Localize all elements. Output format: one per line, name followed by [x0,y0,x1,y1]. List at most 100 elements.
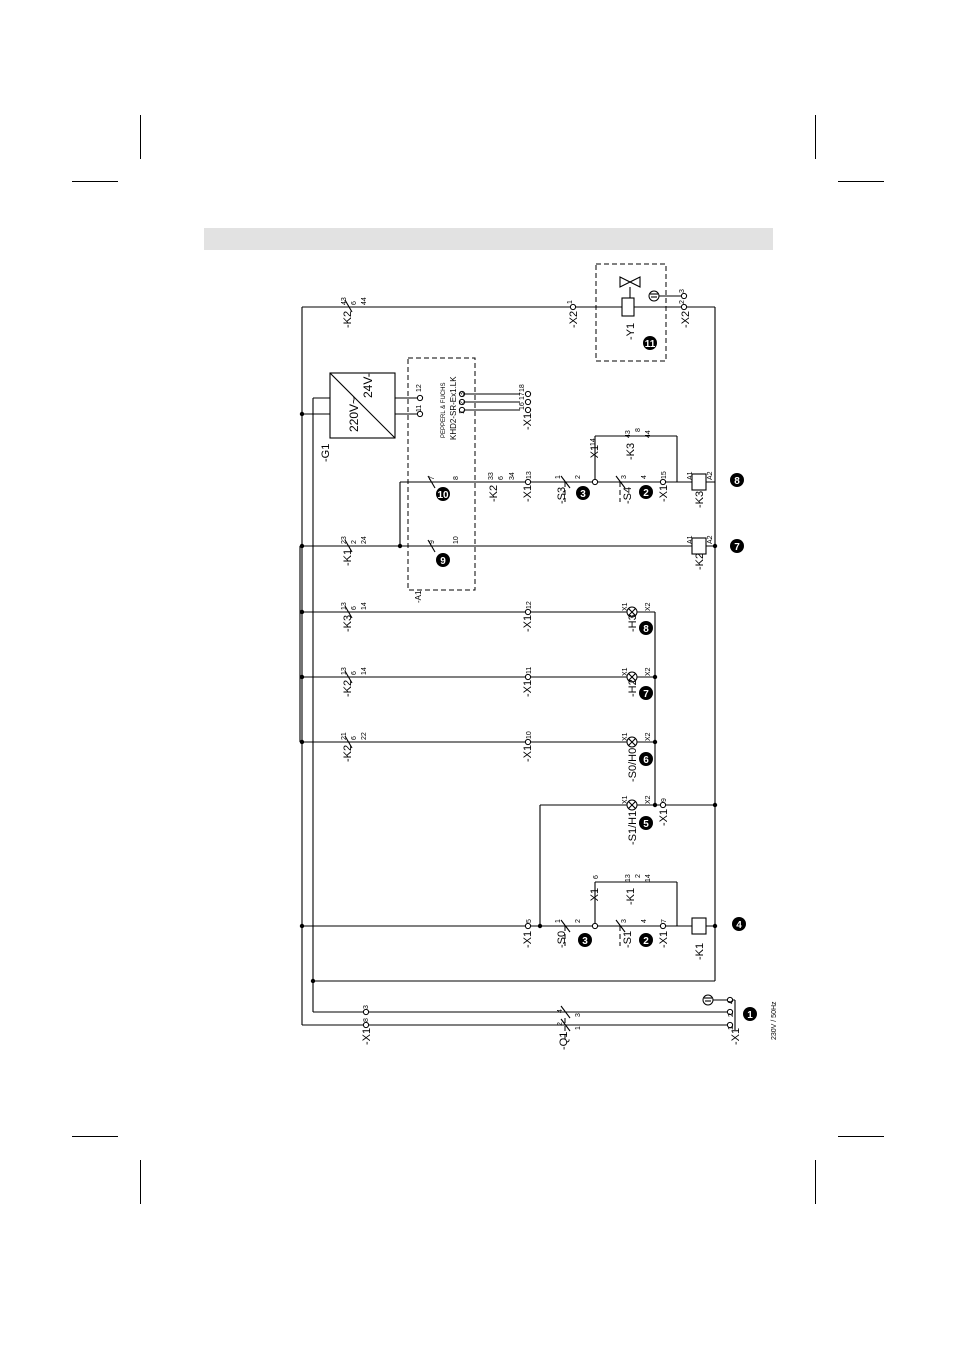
num-s0h0-x1: X1 [622,732,629,741]
num-x1-7: 7 [661,919,668,923]
num-k2-21: 21 [341,732,348,740]
label-x1-10: -X1 [522,745,534,762]
relay-coil-k3 [691,473,707,491]
label-supply: 230V / 50Hz [771,1001,778,1040]
num-x1-8: 8 [363,1018,370,1022]
reference-badges: 1 3 2 4 5 6 7 8 9 7 10 3 2 8 11 [436,336,757,1021]
num-x1-6: 6 [593,875,600,879]
contacts [344,299,626,1032]
svg-text:7: 7 [734,542,740,553]
label-x1-16: -X1 [522,413,534,430]
num-x1-16: 16 [519,402,526,410]
num-s1h1-x1: X1 [622,795,629,804]
num-k2-a2: A2 [707,535,714,544]
svg-text:2: 2 [643,488,649,499]
num-x2-2: 2 [679,300,686,304]
badge-4: 4 [732,917,746,931]
svg-text:7: 7 [643,689,649,700]
num-s3-2: 2 [575,475,582,479]
num-k1-ref-b: 2 [351,540,358,544]
num-a1-1: 1 [459,410,466,414]
num-k1-14: 14 [645,874,652,882]
label-k2-21: -K2 [342,745,354,762]
terminals [362,292,734,1029]
label-s0: -S0 [556,931,568,948]
num-s0-2: 2 [575,919,582,923]
num-k2-ref-b: 6 [351,671,358,675]
num-s1-3: 3 [621,919,628,923]
svg-text:9: 9 [440,556,446,567]
label-y1: -Y1 [625,323,637,340]
relay-coil-k1 [691,917,707,935]
num-k2-34: 34 [509,472,516,480]
svg-text:3: 3 [580,489,586,500]
crop-mark-top-right-h [838,181,884,182]
num-k3-ref-b: 8 [635,428,642,432]
crop-mark-bottom-left-h [72,1136,118,1137]
badge-3-s3: 3 [576,486,590,500]
num-x1-17: 17 [519,392,526,400]
svg-text:2: 2 [643,936,649,947]
num-x1-9: 9 [661,798,668,802]
num-k3-43: 43 [625,430,632,438]
num-x1-4: 4 [728,1000,735,1004]
label-k2-43: -K2 [342,311,354,328]
label-x1-14: -X1 [589,445,601,462]
label-x1-6: -X1 [589,888,601,905]
relay-coil-k2 [691,537,707,555]
svg-text:8: 8 [734,476,740,487]
num-x1-10: 10 [526,731,533,739]
num-x1-2: 2 [728,1013,735,1017]
psu-input-label: 220V~ [347,397,361,432]
num-s1-4: 4 [641,919,648,923]
label-x2-1: -X2 [568,311,580,328]
power-supply-g1: 220V~ 24V- [329,372,396,439]
label-s4: -S4 [622,487,634,504]
label-x1-5: -X1 [522,931,534,948]
lamps [626,606,638,811]
num-k3-a2: A2 [707,471,714,480]
crop-mark-top-left-h [72,181,118,182]
valve-y1 [619,276,641,317]
label-x1-7: -X1 [658,931,670,948]
num-k1-ref: 2 [635,874,642,878]
valve-enclosure [595,263,667,362]
num-k2-ref-d: 6 [351,301,358,305]
lamp-s1h1 [626,799,638,811]
svg-text:5: 5 [643,819,649,830]
badge-6: 6 [639,752,653,766]
badge-2-s4: 2 [639,485,653,499]
badge-5: 5 [639,816,653,830]
crop-mark-top-right-v [815,115,816,159]
label-k2-coil: -K2 [694,553,706,570]
label-k2-33: -K2 [488,485,500,502]
num-k1-24: 24 [361,536,368,544]
badge-1: 1 [743,1007,757,1021]
num-h3-x2: X2 [645,602,652,611]
badge-2-s1: 2 [639,933,653,947]
badge-8-k3: 8 [730,473,744,487]
num-a1-9: 9 [429,540,436,544]
badge-3-s0: 3 [578,933,592,947]
num-x1-12: 12 [526,601,533,609]
num-x1-1: 1 [728,1026,735,1030]
label-x1-12: -X1 [522,615,534,632]
label-s0h0: -S0/H0 [627,748,639,782]
lamp-h3 [626,606,638,618]
num-x1-15: 15 [661,471,668,479]
svg-text:10: 10 [437,490,449,501]
num-k1-13: 13 [625,874,632,882]
num-s0h0-x2: X2 [645,732,652,741]
num-k2-ref-a: 6 [351,736,358,740]
svg-text:6: 6 [643,755,649,766]
num-x1-3: 3 [363,1005,370,1009]
label-h2: -H2 [627,679,639,697]
wiring [299,295,736,1030]
num-k2-13: 13 [341,667,348,675]
label-g1: -G1 [320,444,332,462]
num-x1-14: 14 [590,438,597,446]
num-x2-3: 3 [679,289,686,293]
label-k3-43: -K3 [625,443,637,460]
num-k3-13: 13 [341,602,348,610]
label-s3: -S3 [556,487,568,504]
